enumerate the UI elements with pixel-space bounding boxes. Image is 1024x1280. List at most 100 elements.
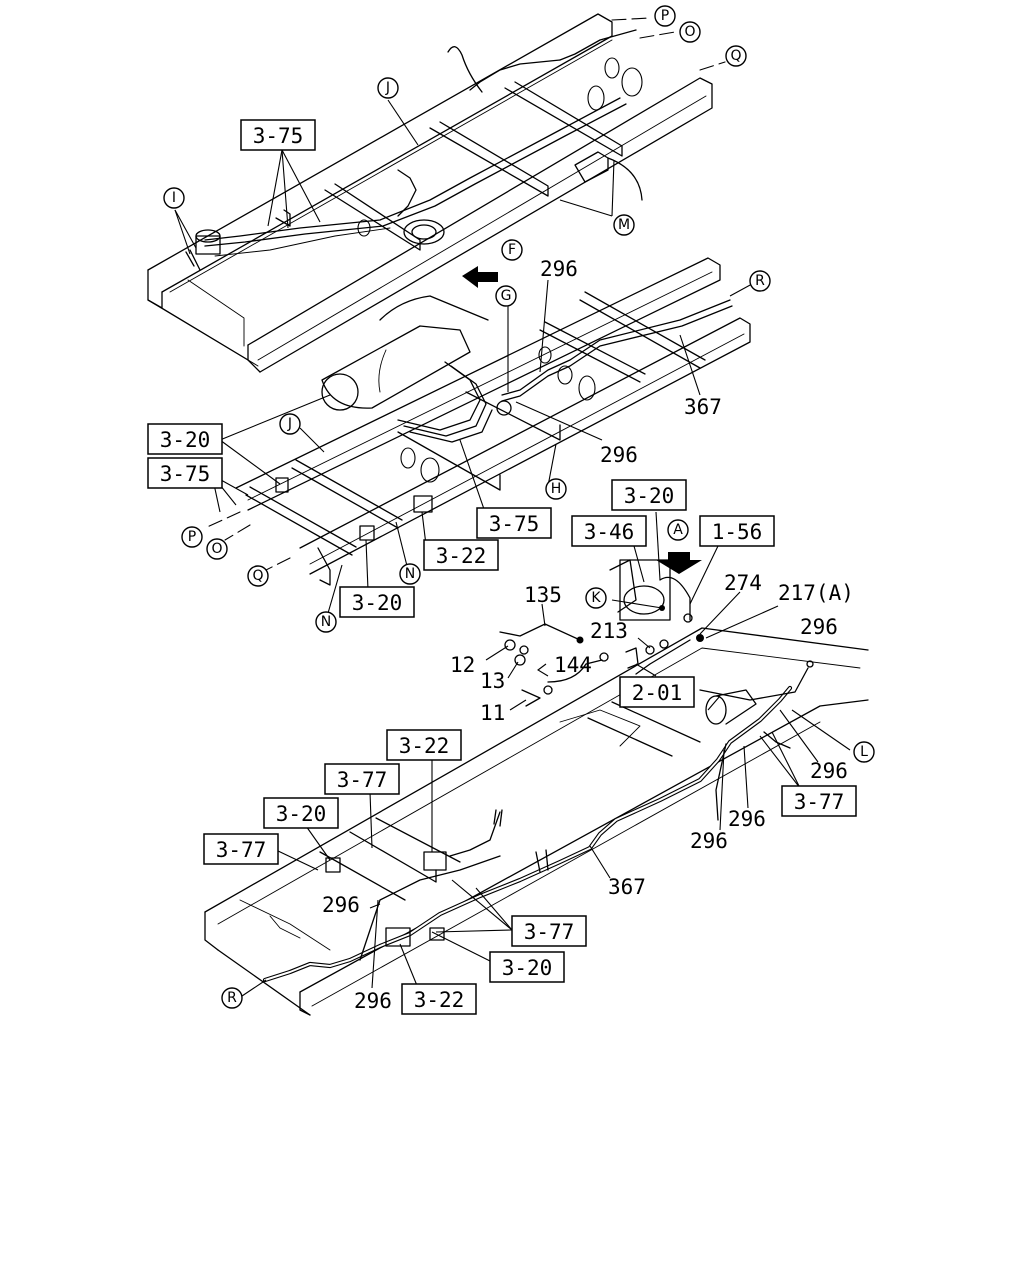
callout-G: G [495, 285, 517, 307]
callout-P: P [654, 5, 676, 27]
callout-J: J [377, 77, 399, 99]
callout-N: N [315, 611, 337, 633]
callout-R: R [749, 270, 771, 292]
ref-label: 3-46 [584, 520, 635, 544]
ref-label: 3-77 [524, 920, 575, 944]
ref-label: 3-22 [436, 544, 487, 568]
ref-box-3-75: 3-75 [476, 507, 552, 539]
bottom-chassis-frame [204, 627, 869, 1016]
svg-text:K: K [591, 590, 601, 606]
svg-text:A: A [673, 522, 683, 538]
ref-box-2-01: 2-01 [619, 676, 695, 708]
svg-text:J: J [385, 80, 390, 96]
ref-box-3-46: 3-46 [571, 515, 647, 547]
ref-label: 3-22 [399, 734, 450, 758]
part-number: 11 [480, 701, 505, 725]
part-number: 296 [540, 257, 578, 281]
svg-text:Q: Q [730, 48, 741, 64]
callout-I: I [163, 187, 185, 209]
svg-text:Q: Q [252, 568, 263, 584]
ref-box-1-56: 1-56 [699, 515, 775, 547]
callout-F: F [501, 239, 523, 261]
circled-callouts: P O Q J I M F G R J H P O Q N N A K L R [163, 5, 875, 1009]
part-number: 274 [724, 571, 762, 595]
part-number: 367 [608, 875, 646, 899]
svg-text:R: R [755, 273, 765, 289]
svg-text:H: H [551, 481, 562, 497]
part-number: 296 [800, 615, 838, 639]
ref-box-3-77: 3-77 [324, 763, 400, 795]
ref-label: 3-20 [502, 956, 553, 980]
ref-label: 3-20 [624, 484, 675, 508]
part-number: 135 [524, 583, 562, 607]
part-number: 296 [322, 893, 360, 917]
svg-text:L: L [860, 744, 868, 760]
svg-text:F: F [508, 242, 516, 258]
part-number: 296 [600, 443, 638, 467]
part-number: 296 [728, 807, 766, 831]
callout-N: N [399, 563, 421, 585]
part-number: 296 [810, 759, 848, 783]
ref-label: 3-75 [253, 124, 304, 148]
svg-text:O: O [684, 24, 695, 40]
ref-box-3-77: 3-77 [781, 785, 857, 817]
ref-label: 3-77 [794, 790, 845, 814]
ref-label: 3-77 [337, 768, 388, 792]
svg-text:O: O [211, 541, 222, 557]
ref-box-3-20: 3-20 [489, 951, 565, 983]
ref-label: 3-20 [352, 591, 403, 615]
svg-text:G: G [501, 288, 512, 304]
ref-box-3-77: 3-77 [511, 915, 587, 947]
ref-box-3-20: 3-20 [339, 586, 415, 618]
part-number: 12 [450, 653, 475, 677]
callout-O: O [679, 21, 701, 43]
ref-label: 3-75 [160, 462, 211, 486]
ref-label: 3-75 [489, 512, 540, 536]
svg-text:J: J [287, 416, 292, 432]
callout-L: L [853, 741, 875, 763]
svg-text:P: P [188, 529, 196, 545]
callout-O: O [206, 538, 228, 560]
ref-label: 1-56 [712, 520, 763, 544]
ref-box-3-22: 3-22 [386, 729, 462, 761]
ref-box-3-77: 3-77 [203, 833, 279, 865]
ref-box-3-75: 3-75 [147, 457, 223, 489]
top-chassis-frame [147, 13, 726, 373]
callout-H: H [545, 478, 567, 500]
part-number: 144 [554, 653, 592, 677]
ref-box-3-22: 3-22 [401, 983, 477, 1015]
ref-box-3-20: 3-20 [263, 797, 339, 829]
callout-P: P [181, 526, 203, 548]
part-number: 13 [480, 669, 505, 693]
part-number: 296 [354, 989, 392, 1013]
ref-box-3-20: 3-20 [611, 479, 687, 511]
callout-R: R [221, 987, 243, 1009]
callout-Q: Q [247, 565, 269, 587]
part-numbers: 296 367 296 135 274 217(A) 296 213 12 14… [322, 257, 854, 1013]
part-number: 217(A) [778, 581, 854, 605]
valve-assembly [485, 511, 779, 711]
svg-text:M: M [618, 217, 630, 233]
callout-Q: Q [725, 45, 747, 67]
part-number: 367 [684, 395, 722, 419]
part-number: 296 [690, 829, 728, 853]
svg-text:N: N [405, 566, 415, 582]
callout-K: K [585, 587, 607, 609]
ref-label: 3-20 [160, 428, 211, 452]
ref-label: 3-77 [216, 838, 267, 862]
callout-M: M [613, 214, 635, 236]
ref-label: 3-22 [414, 988, 465, 1012]
boxed-labels: 3-75 3-20 3-75 3-75 3-22 3-20 3-20 3-46 … [147, 119, 857, 1015]
svg-text:I: I [172, 190, 176, 206]
ref-label: 2-01 [632, 681, 683, 705]
callout-J: J [279, 413, 301, 435]
svg-text:P: P [661, 8, 669, 24]
part-number: 213 [590, 619, 628, 643]
ref-label: 3-20 [276, 802, 327, 826]
ref-box-3-20: 3-20 [147, 423, 223, 455]
ref-box-3-75: 3-75 [240, 119, 316, 151]
svg-text:N: N [321, 614, 331, 630]
ref-box-3-22: 3-22 [423, 539, 499, 571]
callout-A: A [667, 519, 689, 541]
